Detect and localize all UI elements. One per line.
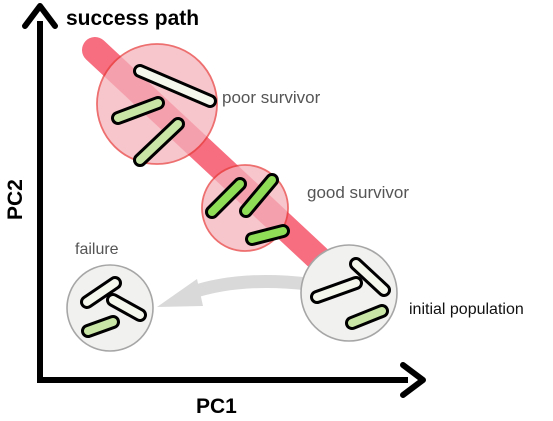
failure-arrow-head <box>157 279 203 307</box>
good-survivor-label: good survivor <box>307 183 409 202</box>
cell <box>242 176 276 215</box>
cell <box>348 307 386 327</box>
poor-survivor-label: poor survivor <box>222 88 321 107</box>
failure-circle <box>66 264 154 352</box>
y-axis-label: PC2 <box>4 179 27 220</box>
poor-survivor-circle <box>96 43 218 167</box>
good-survivor-circle <box>201 164 290 252</box>
y-axis-arrowhead <box>22 3 58 29</box>
axes <box>22 3 426 398</box>
success-path-label: success path <box>66 7 199 30</box>
cell <box>248 227 287 243</box>
initial-population-label: initial population <box>409 301 524 318</box>
cell <box>136 67 214 105</box>
cell <box>114 99 162 122</box>
x-axis-arrowhead <box>400 362 426 398</box>
cell <box>109 296 144 319</box>
failure-label: failure <box>75 241 119 258</box>
cell <box>84 318 117 335</box>
cell <box>83 279 119 306</box>
failure-arrow-shaft <box>187 274 309 300</box>
cell <box>352 260 388 294</box>
cell <box>136 120 182 164</box>
failure-arrow <box>157 274 309 307</box>
initial-population-circle <box>300 244 398 342</box>
cell <box>313 279 360 301</box>
cell <box>208 180 244 216</box>
x-axis-label: PC1 <box>196 395 237 418</box>
